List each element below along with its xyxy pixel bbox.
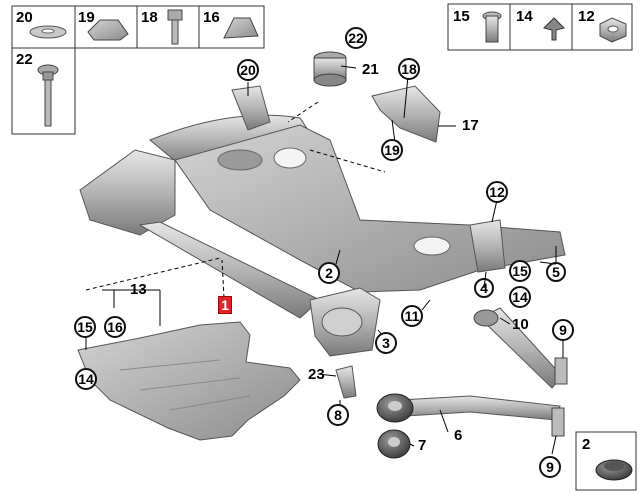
box-label-20: 20: [16, 9, 33, 26]
box-label-18: 18: [141, 9, 158, 26]
box-label-16: 16: [203, 9, 220, 26]
box-label-2: 2: [582, 436, 591, 453]
box-label-15: 15: [453, 8, 470, 25]
label-7: 7: [418, 437, 427, 454]
control-arm-6: [399, 395, 565, 437]
small-bracket: [335, 365, 357, 399]
box-label-12: 12: [578, 8, 595, 25]
callout-18: 18: [398, 58, 420, 80]
callout-3: 3: [375, 332, 397, 354]
control-arm-10: [473, 307, 568, 389]
heat-shield-bracket: [371, 85, 441, 143]
callout-9-lower: 9: [539, 456, 561, 478]
top-left-part-boxes: [11, 5, 265, 135]
callout-20: 20: [237, 59, 259, 81]
label-5-badge: 5: [546, 262, 566, 282]
callout-22: 22: [345, 27, 367, 49]
corner-part-box: [575, 431, 637, 491]
label-6: 6: [454, 427, 463, 444]
label-17: 17: [462, 117, 479, 134]
label-10: 10: [512, 316, 529, 333]
callout-16: 16: [104, 316, 126, 338]
callout-2-frame: 2: [318, 262, 340, 284]
highlighted-part-1: 1: [218, 296, 232, 314]
top-right-part-boxes: [447, 3, 633, 51]
callout-14-right: 14: [509, 286, 531, 308]
callout-11: 11: [401, 305, 423, 327]
callout-9-upper: 9: [552, 319, 574, 341]
label-4-badge: 4: [474, 278, 494, 298]
top-mount-bushing: [313, 51, 347, 87]
callout-12: 12: [486, 181, 508, 203]
label-23: 23: [308, 366, 325, 383]
callout-19: 19: [381, 139, 403, 161]
label-21: 21: [362, 61, 379, 78]
box-label-19: 19: [78, 9, 95, 26]
box-label-22: 22: [16, 51, 33, 68]
callout-15-left: 15: [74, 316, 96, 338]
label-13: 13: [130, 281, 147, 298]
front-subframe: [79, 85, 566, 357]
leader-lines: [85, 65, 564, 455]
underbody-shield: [77, 321, 301, 441]
callout-15-right: 15: [509, 260, 531, 282]
callout-8: 8: [327, 404, 349, 426]
callout-14-left: 14: [75, 368, 97, 390]
rubber-bushings: [376, 393, 414, 459]
box-label-14: 14: [516, 8, 533, 25]
